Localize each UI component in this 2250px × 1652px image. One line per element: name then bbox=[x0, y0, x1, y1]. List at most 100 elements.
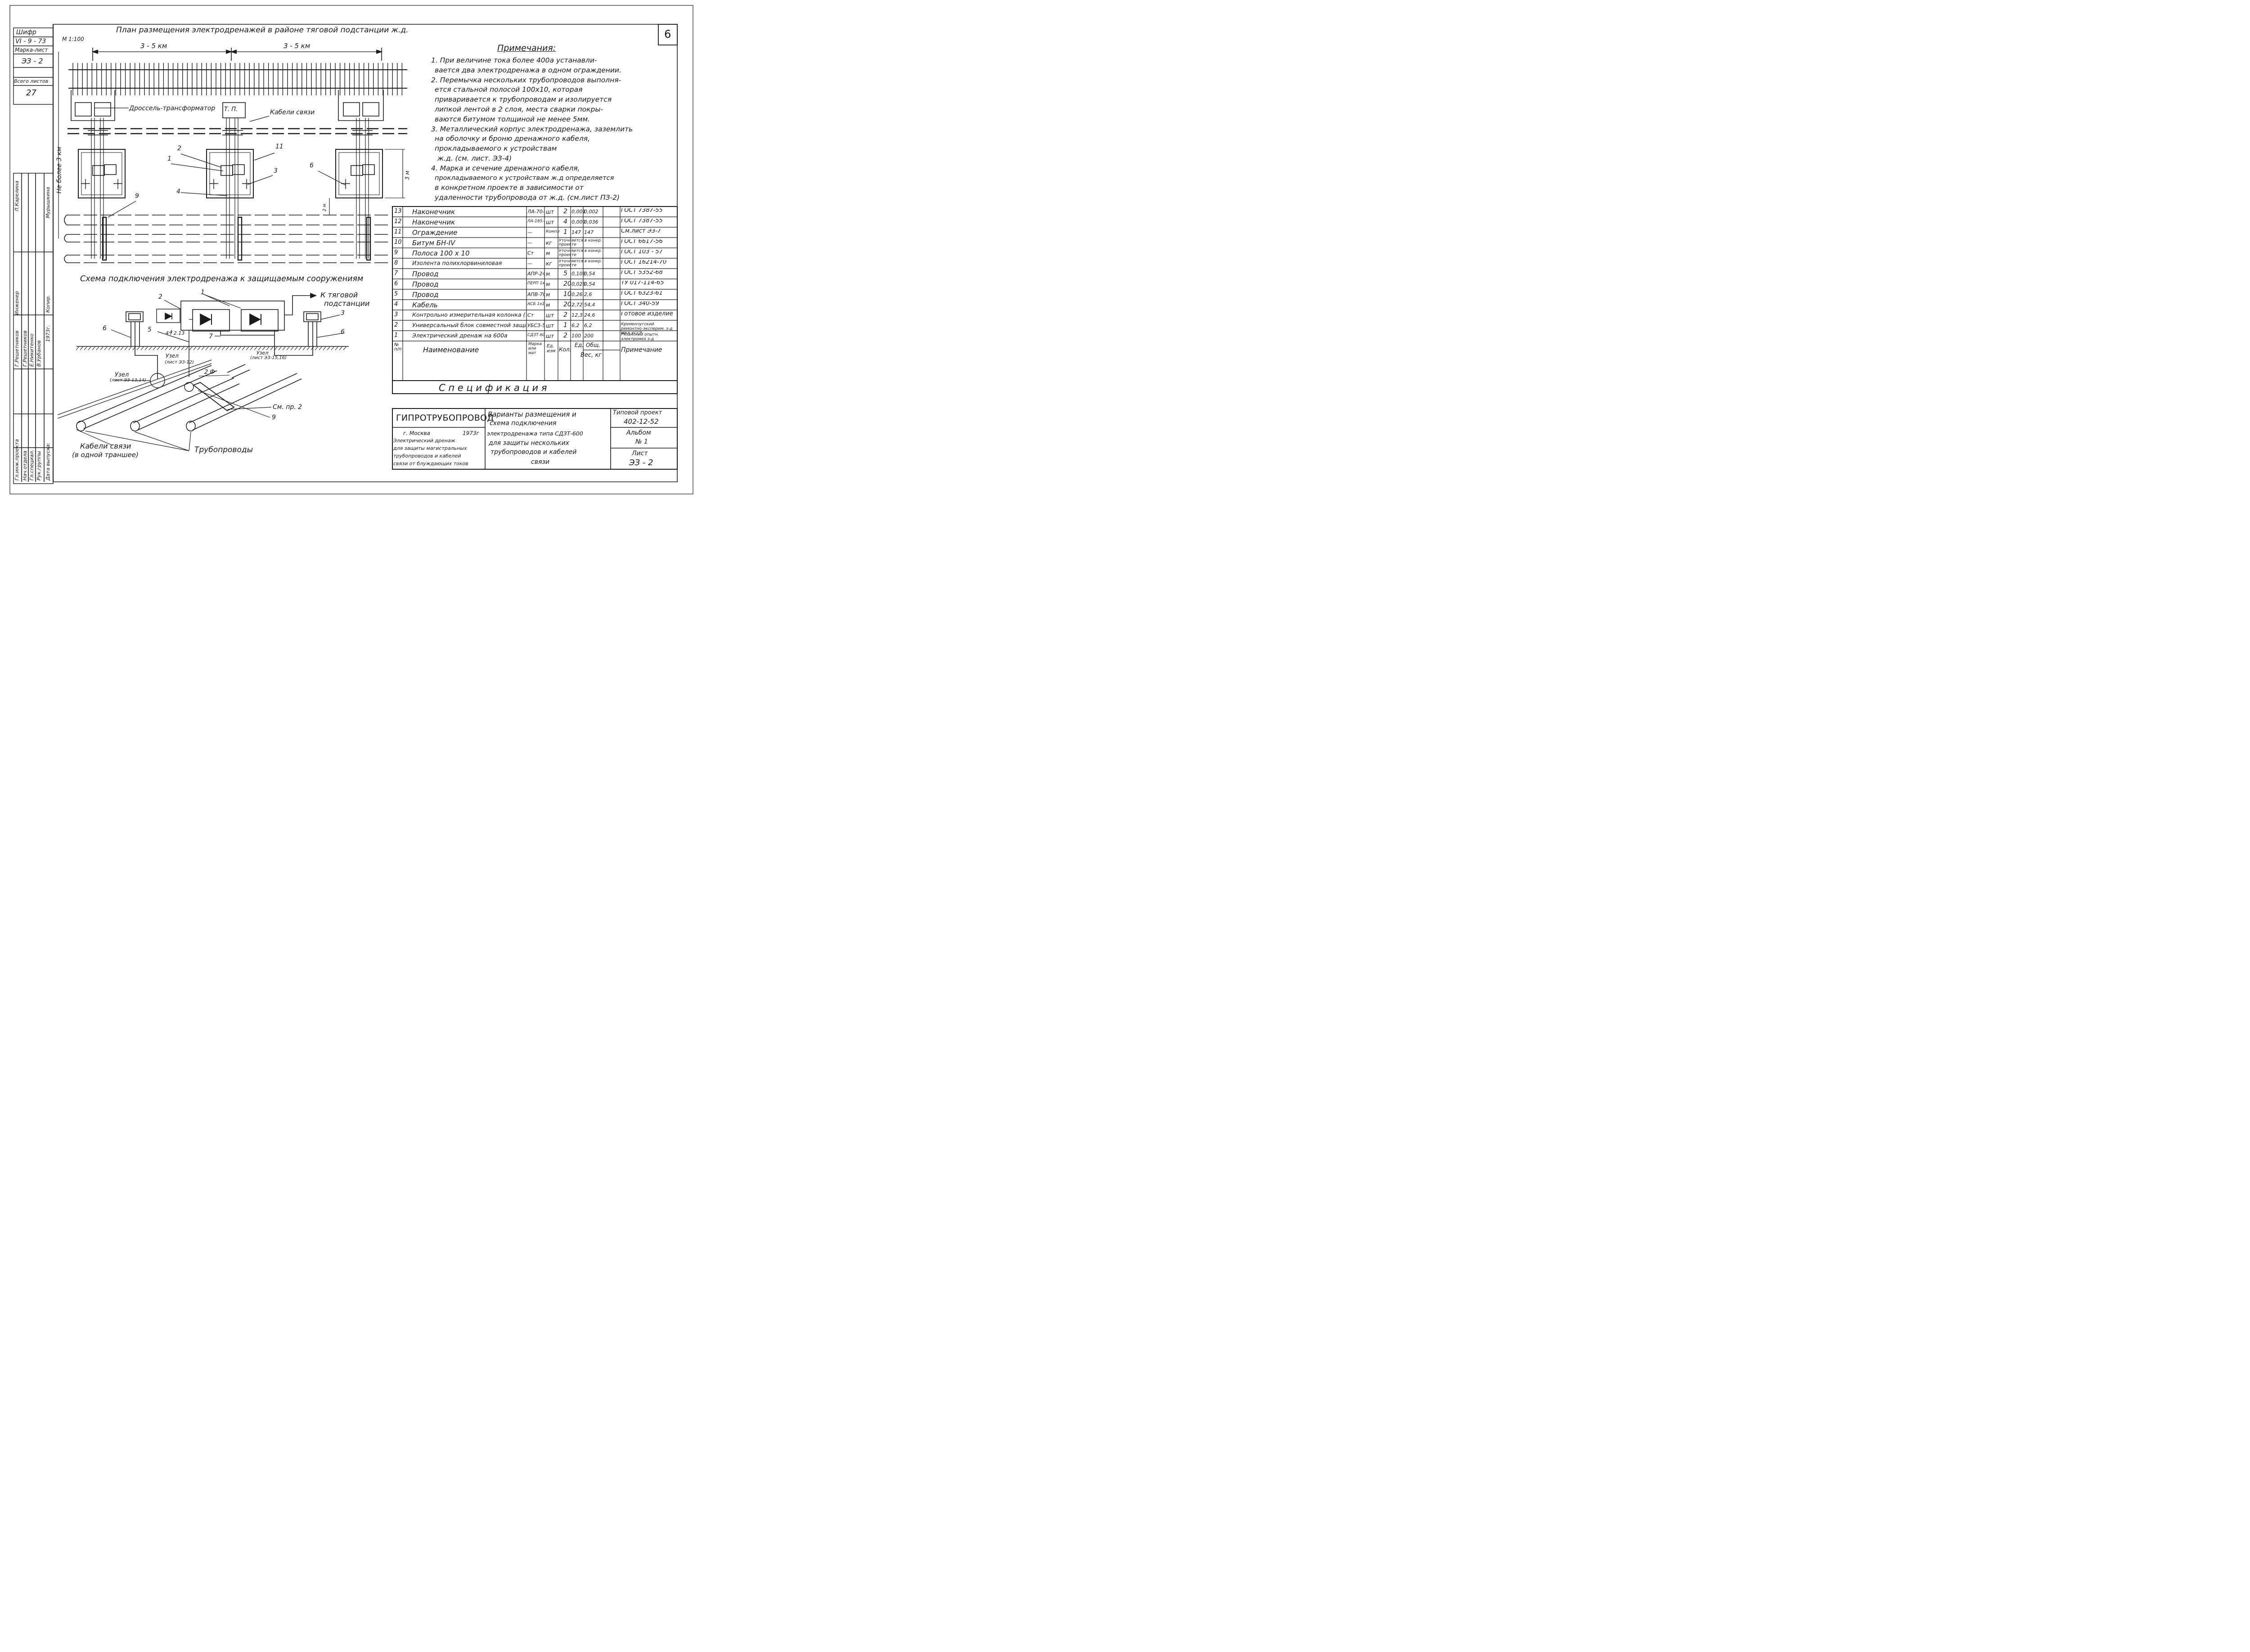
mark-label: Марка-лист bbox=[15, 47, 48, 53]
plan-cables-label: Кабели связи bbox=[270, 109, 315, 116]
ground-hatch-line bbox=[225, 346, 229, 350]
mark-value: ЭЗ - 2 bbox=[22, 57, 43, 65]
plan-title: План размещения электродренажей в районе… bbox=[116, 26, 409, 35]
note-line: 2. Перемычка нескольких трубопроводов вы… bbox=[431, 76, 621, 84]
spec-cell-weight-unit: 100 bbox=[572, 333, 581, 339]
ground-hatch-line bbox=[173, 346, 176, 350]
ground-hatch-line bbox=[310, 346, 314, 350]
spec-cell-name: Наконечник bbox=[412, 208, 455, 216]
spec-cell-note: ГОСТ 5352-68 bbox=[621, 270, 663, 275]
ground-hatch-line bbox=[266, 346, 270, 350]
spec-cell-mark: АПВ-70 bbox=[527, 292, 544, 297]
role-chief-engineer: Гл.инж.проекта bbox=[14, 439, 20, 480]
spec-hdr-num: № п/п bbox=[394, 343, 402, 352]
spec-cell-name: Электрический дренаж на 600а bbox=[412, 332, 508, 339]
tb-city: г. Москва bbox=[403, 430, 430, 436]
ground-hatch-line bbox=[213, 346, 217, 350]
scheme-callout-6-right: 6 bbox=[341, 328, 345, 336]
total-value: 27 bbox=[26, 88, 36, 98]
tb-desc-4: связи от блуждающих токов bbox=[393, 461, 468, 467]
spec-cell-qty: 4 bbox=[563, 218, 567, 225]
plan-callout-3: 3 bbox=[274, 167, 278, 175]
spec-cell-weight-total: 2,6 bbox=[584, 292, 592, 297]
spec-cell-name: Ограждение bbox=[412, 229, 458, 237]
spec-cell-num: 10 bbox=[394, 239, 402, 246]
ground-hatch-line bbox=[181, 346, 184, 350]
ground-hatch-line bbox=[136, 346, 140, 350]
spec-hdr-qty: Кол. bbox=[559, 346, 572, 353]
spec-cell-num: 3 bbox=[394, 311, 398, 318]
spec-cell-name: Провод bbox=[412, 280, 439, 288]
spec-cell-qty: 20 bbox=[563, 301, 572, 308]
spec-cell-note: ГОСТ 7387-55 bbox=[621, 208, 663, 213]
scheme-cables: Кабели связи bbox=[80, 442, 131, 450]
plan-tp-label: Т. П. bbox=[224, 106, 238, 113]
spec-cell-weight-unit: 0,001 bbox=[572, 209, 586, 215]
ground-hatch-line bbox=[193, 346, 197, 350]
spec-cell-qty: 2 bbox=[563, 311, 567, 319]
scheme-sm-pr: См. пр. 2 bbox=[273, 404, 302, 411]
ground-hatch-line bbox=[217, 346, 221, 350]
ground-hatch-line bbox=[319, 346, 322, 350]
plan-dim-right: 3 - 5 км bbox=[284, 42, 310, 50]
ground-hatch-line bbox=[238, 346, 241, 350]
spec-hdr-weight: Вес, кг bbox=[580, 352, 602, 359]
tb-typical-value: 402-12-52 bbox=[624, 417, 659, 426]
ground-hatch-line bbox=[169, 346, 172, 350]
name-1: Г.Решетников bbox=[14, 330, 20, 367]
spec-cell-unit: м bbox=[546, 250, 550, 256]
ground-hatch-line bbox=[221, 346, 225, 350]
ground-hatch-line bbox=[270, 346, 274, 350]
label-copier: Копир. bbox=[45, 295, 51, 313]
ground-hatch-line bbox=[327, 346, 330, 350]
ground-hatch-line bbox=[96, 346, 99, 350]
scheme-callout-9: 9 bbox=[272, 414, 276, 421]
scheme-title: Схема подключения электродренажа к защищ… bbox=[80, 274, 364, 283]
sheet-number: 6 bbox=[664, 28, 671, 40]
spec-cell-num: 6 bbox=[394, 280, 398, 287]
spec-cell-weight-total: 0,54 bbox=[584, 271, 595, 277]
ground-hatch-line bbox=[88, 346, 91, 350]
note-line: ж.д. (см. лист. ЭЗ-4) bbox=[437, 154, 512, 162]
ground-hatch-line bbox=[331, 346, 334, 350]
ground-hatch-line bbox=[80, 346, 83, 350]
note-line: удаленности трубопровода от ж.д. (см.лис… bbox=[435, 193, 620, 202]
note-line: прокладываемого к устройствам bbox=[435, 144, 557, 153]
spec-cell-name: Полоса 100 х 10 bbox=[412, 249, 470, 257]
scheme-trench: (в одной траншее) bbox=[72, 451, 139, 459]
spec-cell-weight-unit: 0,009 bbox=[572, 219, 586, 225]
spec-cell-unit: шт bbox=[546, 323, 554, 329]
spec-cell-num: 2 bbox=[394, 322, 398, 328]
tb-typical-label: Типовой проект bbox=[613, 409, 662, 416]
spec-cell-name: Провод bbox=[412, 291, 439, 299]
scheme-to-substation-2: подстанции bbox=[324, 299, 370, 308]
spec-cell-unit: шт bbox=[546, 219, 554, 225]
cipher-label: Шифр bbox=[16, 29, 36, 36]
ground-hatch-line bbox=[209, 346, 213, 350]
ground-hatch-line bbox=[108, 346, 112, 350]
cipher-value: VI - 9 - 73 bbox=[15, 38, 46, 45]
spec-cell-mark: АСБ 1х185-1 bbox=[527, 302, 544, 306]
name-karelina: Л.Карелина bbox=[14, 180, 20, 211]
spec-cell-mark: — bbox=[527, 229, 532, 235]
tb-title-6: связи bbox=[531, 458, 549, 466]
spec-cell-name: Кабель bbox=[412, 301, 438, 309]
plan-3m-label: 3 м bbox=[404, 171, 410, 180]
ground-hatch-line bbox=[177, 346, 180, 350]
spec-cell-num: 9 bbox=[394, 249, 398, 256]
spec-cell-weight-unit: 6,2 bbox=[572, 323, 580, 328]
spec-hdr-name: Наименование bbox=[423, 346, 479, 354]
spec-cell-qty: 2 bbox=[563, 332, 567, 339]
spec-cell-note: Готовое изделие bbox=[621, 312, 673, 316]
spec-cell-weight-total: 200 bbox=[584, 333, 594, 339]
drawing-sheet: 6 Шифр VI - 9 - 73 Марка-лист ЭЗ - 2 Все… bbox=[0, 0, 699, 498]
ground-hatch-line bbox=[254, 346, 257, 350]
spec-cell-num: 5 bbox=[394, 291, 398, 297]
plan-callout-4: 4 bbox=[176, 188, 180, 195]
tb-org: ГИПРОТРУБОПРОВОД bbox=[396, 413, 494, 423]
ground-hatch-line bbox=[294, 346, 298, 350]
scheme-callout-3: 3 bbox=[341, 310, 345, 317]
tb-title-4: для защиты нескольких bbox=[489, 440, 569, 447]
spec-cell-mark: Ст bbox=[527, 250, 534, 256]
spec-cell-name: Битум БН-IV bbox=[412, 239, 455, 247]
